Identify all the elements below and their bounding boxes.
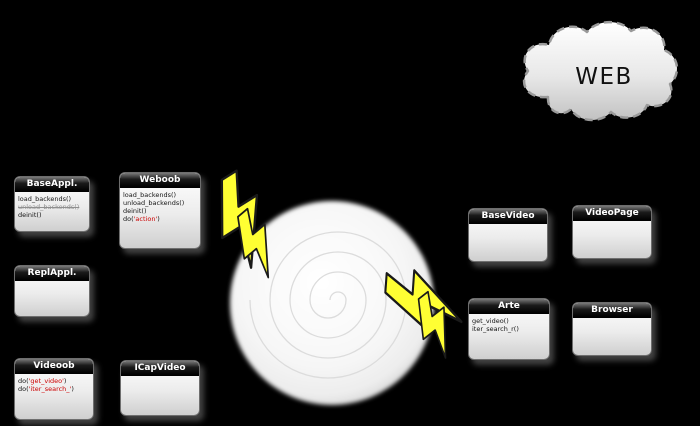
class-box-weboob: Weboob load_backends() unload_backends()…	[119, 172, 201, 249]
method-line: iter_search_r()	[472, 325, 519, 333]
class-methods	[573, 221, 651, 226]
class-box-baseappl: BaseAppl. load_backends() unload_backend…	[14, 176, 90, 232]
method-line: unload_backends()	[123, 199, 185, 207]
class-methods: get_video() iter_search_r()	[469, 314, 549, 335]
class-methods: load_backends() unload_backends() deinit…	[120, 188, 200, 225]
method-line: do('iter_search_')	[18, 385, 90, 393]
class-methods	[121, 376, 199, 381]
method-line: do('get_video')	[18, 377, 90, 385]
class-title: Weboob	[120, 173, 200, 188]
spiral-body	[230, 201, 434, 405]
class-title: Browser	[573, 303, 651, 318]
method-line: get_video()	[472, 317, 509, 325]
method-line: do('action')	[123, 215, 197, 223]
cloud-label: WEB	[575, 64, 633, 90]
cloud-shape	[522, 20, 679, 122]
class-title: ReplAppl.	[15, 266, 89, 281]
class-box-videopage: VideoPage	[572, 205, 652, 259]
method-line: unload_backends()	[18, 203, 80, 211]
class-box-icapvideo: ICapVideo	[120, 360, 200, 416]
class-methods: do('get_video') do('iter_search_')	[15, 374, 93, 395]
class-box-basevideo: BaseVideo	[468, 208, 548, 262]
class-title: VideoPage	[573, 206, 651, 221]
method-text: )	[71, 385, 74, 393]
method-line: load_backends()	[123, 191, 177, 199]
method-text: do(	[123, 215, 134, 223]
class-methods	[15, 281, 89, 286]
method-line: load_backends()	[18, 195, 72, 203]
method-arg: 'get_video'	[28, 377, 64, 385]
class-box-videoob: Videoob do('get_video') do('iter_search_…	[14, 358, 94, 420]
method-arg: 'action'	[133, 215, 158, 223]
class-box-arte: Arte get_video() iter_search_r()	[468, 298, 550, 360]
method-text: )	[63, 377, 67, 385]
method-text: )	[157, 215, 160, 223]
method-text: do(	[18, 377, 29, 385]
class-title: BaseVideo	[469, 209, 547, 224]
method-arg: 'iter_search_'	[28, 385, 72, 393]
class-title: ICapVideo	[121, 361, 199, 376]
method-text: do(	[18, 385, 29, 393]
method-line: deinit()	[18, 211, 42, 219]
method-line: deinit()	[123, 207, 147, 215]
class-methods	[469, 224, 547, 229]
class-box-browser: Browser	[572, 302, 652, 356]
class-methods	[573, 318, 651, 323]
class-methods: load_backends() unload_backends() deinit…	[15, 192, 89, 221]
class-box-replappl: ReplAppl.	[14, 265, 90, 317]
class-title: Arte	[469, 299, 549, 314]
class-title: Videoob	[15, 359, 93, 374]
class-title: BaseAppl.	[15, 177, 89, 192]
web-cloud-icon: WEB	[522, 20, 679, 122]
